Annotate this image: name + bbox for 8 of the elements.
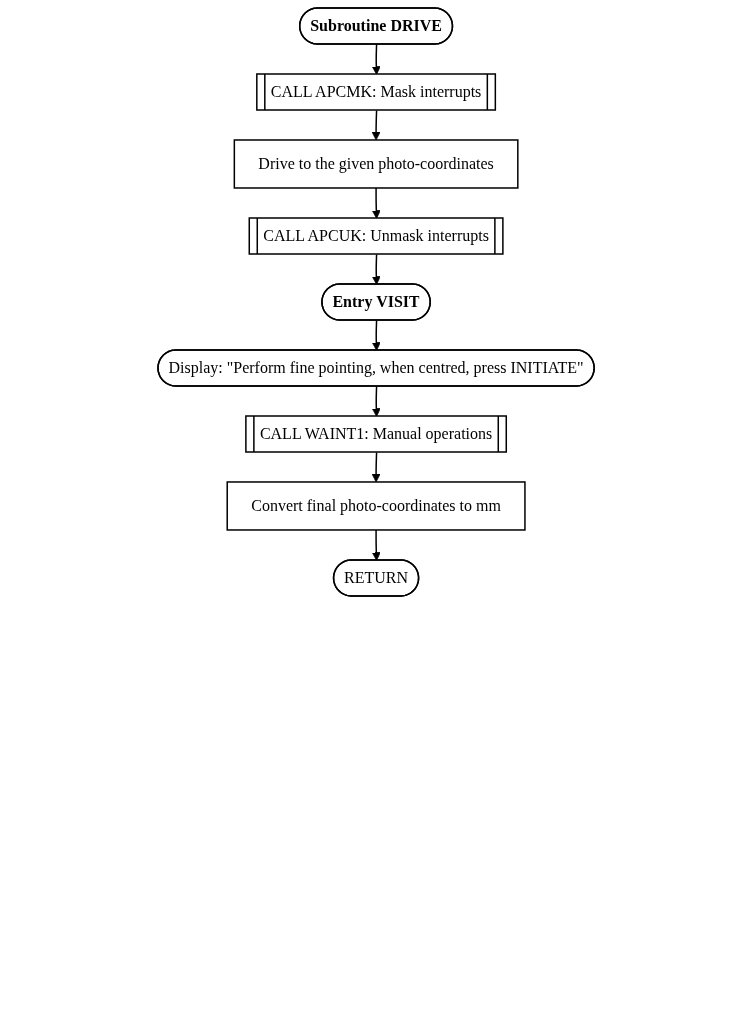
node-box: Convert final photo-coordinates to mm — [226, 481, 526, 531]
arrow — [371, 253, 381, 285]
node-box: Drive to the given photo-coordinates — [233, 139, 519, 189]
arrow — [371, 319, 381, 351]
arrow — [371, 529, 381, 561]
arrow — [371, 451, 381, 483]
arrow — [371, 43, 381, 75]
arrow — [371, 109, 381, 141]
